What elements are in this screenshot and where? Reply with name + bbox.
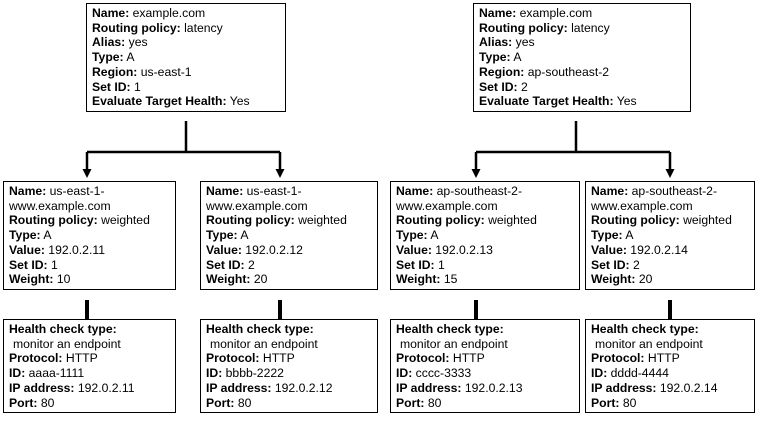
record-row-type: Type: A (206, 228, 249, 243)
health-check-box-3: Health check type: monitor an endpoint P… (390, 319, 580, 414)
health-check-box-2: Health check type: monitor an endpoint P… (200, 319, 378, 414)
record-row-set-id: Set ID: 1 (396, 257, 445, 272)
record-row-type: Type: A (92, 50, 135, 65)
record-row-set-id: Set ID: 2 (591, 257, 640, 272)
record-row-type: Type: A (396, 228, 439, 243)
record-row-region: Region: us-east-1 (92, 64, 192, 79)
health-check-box-4: Health check type: monitor an endpoint P… (585, 319, 755, 414)
record-row-set-id: Set ID: 2 (479, 79, 528, 94)
record-row-type: Type: A (479, 50, 522, 65)
record-row-set-id: Set ID: 2 (206, 257, 255, 272)
record-row-routing-policy: Routing policy: weighted (396, 213, 537, 228)
record-row-name-cont: www.example.com (206, 198, 308, 213)
record-row-alias: Alias: yes (479, 35, 535, 50)
record-box-weighted-3: Name: ap-southeast-2- www.example.com Ro… (390, 181, 580, 290)
health-check-row-id: ID: dddd-4444 (591, 366, 669, 381)
record-row-routing-policy: Routing policy: weighted (591, 213, 732, 228)
health-check-row-type-label: Health check type: (591, 322, 699, 336)
record-row-type: Type: A (9, 228, 52, 243)
health-check-row-type-value: monitor an endpoint (400, 336, 508, 351)
health-check-row-port: Port: 80 (396, 395, 442, 410)
health-check-row-type-value: monitor an endpoint (595, 336, 703, 351)
health-check-row-ip-address: IP address: 192.0.2.11 (9, 380, 135, 395)
record-row-evaluate-target-health: Evaluate Target Health: Yes (479, 94, 637, 109)
record-row-set-id: Set ID: 1 (92, 79, 141, 94)
health-check-row-protocol: Protocol: HTTP (591, 351, 680, 366)
record-row-value: Value: 192.0.2.14 (591, 242, 688, 257)
health-check-row-port: Port: 80 (9, 395, 55, 410)
health-check-row-protocol: Protocol: HTTP (396, 351, 485, 366)
record-row-name: Name: us-east-1- (206, 184, 302, 198)
health-check-row-type-value: monitor an endpoint (210, 336, 318, 351)
record-row-region: Region: ap-southeast-2 (479, 64, 610, 79)
health-check-row-type-label: Health check type: (206, 322, 314, 336)
health-check-row-id: ID: bbbb-2222 (206, 366, 284, 381)
health-check-row-type-value: monitor an endpoint (13, 336, 121, 351)
record-row-name: Name: ap-southeast-2- (591, 184, 718, 198)
health-check-row-ip-address: IP address: 192.0.2.14 (591, 380, 718, 395)
record-row-routing-policy: Routing policy: weighted (206, 213, 347, 228)
record-row-name: Name: example.com (479, 6, 593, 20)
record-row-weight: Weight: 15 (396, 272, 458, 287)
record-row-name-cont: www.example.com (9, 198, 111, 213)
health-check-row-ip-address: IP address: 192.0.2.12 (206, 380, 333, 395)
record-box-latency-ap-southeast-2: Name: example.com Routing policy: latenc… (473, 3, 691, 112)
record-row-set-id: Set ID: 1 (9, 257, 58, 272)
record-row-value: Value: 192.0.2.11 (9, 242, 105, 257)
health-check-row-port: Port: 80 (206, 395, 252, 410)
connector-top-right-group (471, 121, 675, 178)
health-check-row-protocol: Protocol: HTTP (9, 351, 98, 366)
health-check-row-type-label: Health check type: (396, 322, 504, 336)
record-row-name-cont: www.example.com (591, 198, 693, 213)
record-box-latency-us-east-1: Name: example.com Routing policy: latenc… (86, 3, 286, 112)
record-row-name: Name: example.com (92, 6, 206, 20)
health-check-row-id: ID: cccc-3333 (396, 366, 472, 381)
record-row-evaluate-target-health: Evaluate Target Health: Yes (92, 94, 250, 109)
record-row-routing-policy: Routing policy: weighted (9, 213, 150, 228)
health-check-row-ip-address: IP address: 192.0.2.13 (396, 380, 523, 395)
record-row-value: Value: 192.0.2.12 (206, 242, 303, 257)
record-row-weight: Weight: 20 (591, 272, 653, 287)
record-row-routing-policy: Routing policy: latency (479, 20, 610, 35)
record-row-type: Type: A (591, 228, 634, 243)
record-row-alias: Alias: yes (92, 35, 148, 50)
record-row-name: Name: ap-southeast-2- (396, 184, 523, 198)
health-check-row-port: Port: 80 (591, 395, 637, 410)
health-check-row-type-label: Health check type: (9, 322, 117, 336)
health-check-row-protocol: Protocol: HTTP (206, 351, 295, 366)
health-check-row-id: ID: aaaa-1111 (9, 366, 85, 381)
record-row-value: Value: 192.0.2.13 (396, 242, 493, 257)
connector-record-to-healthcheck (85, 300, 672, 319)
health-check-box-1: Health check type: monitor an endpoint P… (3, 319, 176, 414)
record-box-weighted-4: Name: ap-southeast-2- www.example.com Ro… (585, 181, 755, 290)
record-box-weighted-1: Name: us-east-1- www.example.com Routing… (3, 181, 176, 290)
record-row-weight: Weight: 10 (9, 272, 71, 287)
record-row-name-cont: www.example.com (396, 198, 498, 213)
record-row-routing-policy: Routing policy: latency (92, 20, 223, 35)
record-row-weight: Weight: 20 (206, 272, 268, 287)
record-row-name: Name: us-east-1- (9, 184, 105, 198)
connector-top-left-group (82, 121, 285, 178)
record-box-weighted-2: Name: us-east-1- www.example.com Routing… (200, 181, 378, 290)
